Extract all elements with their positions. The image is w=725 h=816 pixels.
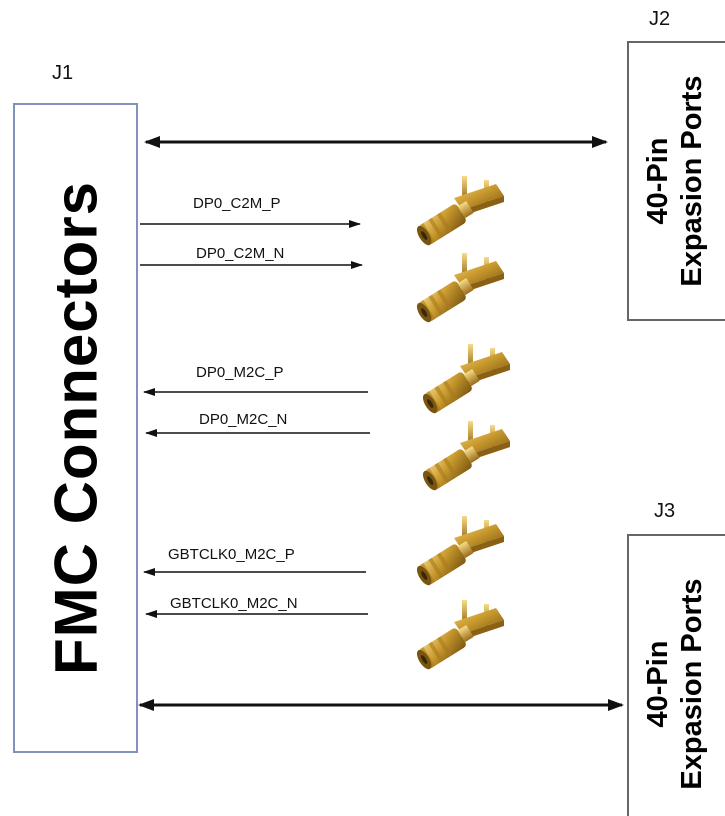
- sma-connector-icon: [422, 344, 510, 414]
- sma-connector-icon: [416, 176, 504, 246]
- signal-label-dp0-m2c-p: DP0_M2C_P: [196, 364, 284, 381]
- sma-connector-icon: [416, 516, 504, 586]
- sma-connector-icon: [416, 600, 504, 670]
- j3-ref-label: J3: [654, 500, 676, 522]
- signal-label-dp0-c2m-n: DP0_C2M_N: [196, 245, 285, 262]
- sma-connector-icon: [422, 421, 510, 491]
- j2-expansion-port-block: 40-Pin Expasion Ports: [627, 41, 725, 321]
- signal-label-gbtclk0-m2c-n: GBTCLK0_M2C_N: [170, 595, 298, 612]
- signal-label-dp0-m2c-n: DP0_M2C_N: [199, 411, 288, 428]
- j1-ref-label: J1: [52, 62, 74, 84]
- j2-ref-label: J2: [649, 8, 671, 30]
- fmc-connectors-block: FMC Connectors: [13, 103, 138, 753]
- signal-label-dp0-c2m-p: DP0_C2M_P: [193, 195, 281, 212]
- sma-connector-icon: [416, 253, 504, 323]
- j3-expansion-port-block: 40-Pin Expasion Ports: [627, 534, 725, 816]
- signal-label-gbtclk0-m2c-p: GBTCLK0_M2C_P: [168, 546, 295, 563]
